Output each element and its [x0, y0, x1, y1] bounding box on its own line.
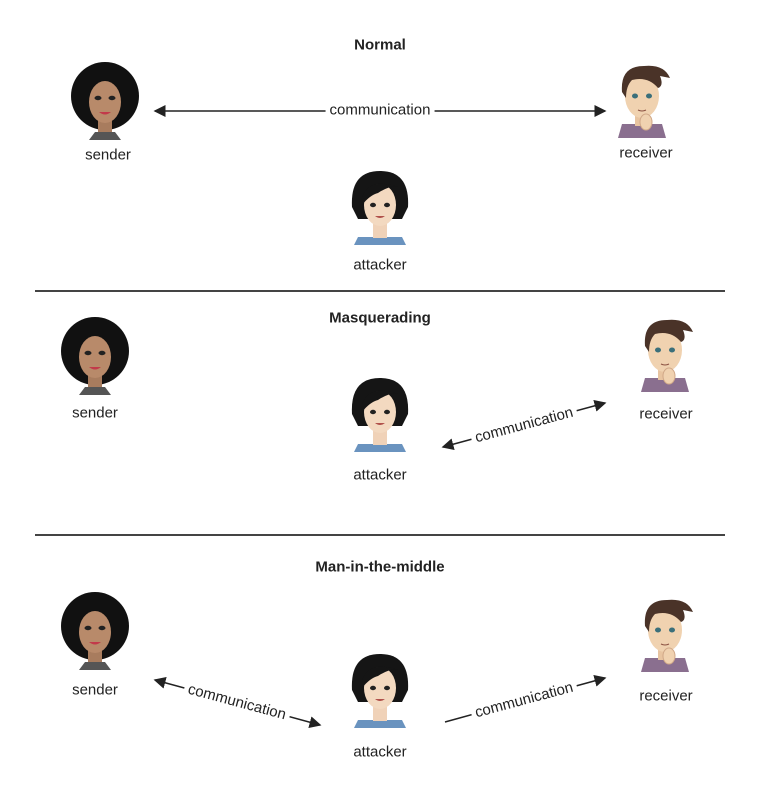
- attacker-avatar: [340, 165, 420, 245]
- receiver-label: receiver: [619, 144, 673, 162]
- divider: [35, 534, 725, 536]
- receiver-avatar: [602, 58, 682, 138]
- receiver-avatar: [625, 592, 705, 672]
- sender-label: sender: [72, 404, 118, 422]
- section-title-masquerading: Masquerading: [329, 309, 431, 327]
- receiver-label: receiver: [639, 405, 693, 423]
- attacker-label: attacker: [353, 466, 407, 484]
- receiver-avatar: [625, 312, 705, 392]
- sender-avatar: [65, 60, 145, 140]
- sender-label: sender: [85, 146, 131, 164]
- attacker-avatar: [340, 372, 420, 452]
- sender-avatar: [55, 315, 135, 395]
- communication-label: communication: [325, 101, 435, 119]
- receiver-label: receiver: [639, 687, 693, 705]
- section-title-normal: Normal: [354, 36, 406, 54]
- divider: [35, 290, 725, 292]
- attacker-label: attacker: [353, 743, 407, 761]
- section-title-mitm: Man-in-the-middle: [315, 558, 445, 576]
- attacker-avatar: [340, 648, 420, 728]
- sender-label: sender: [72, 681, 118, 699]
- attacker-label: attacker: [353, 256, 407, 274]
- sender-avatar: [55, 590, 135, 670]
